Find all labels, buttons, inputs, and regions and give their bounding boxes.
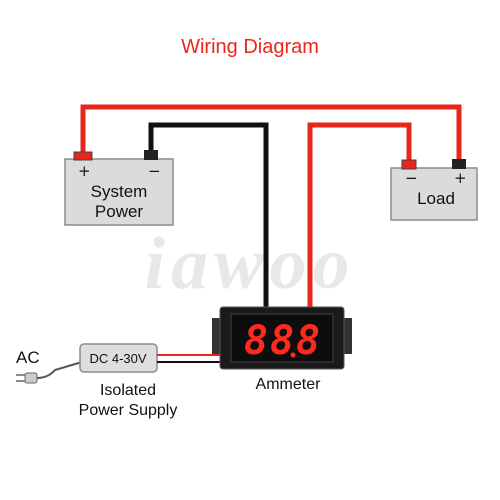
- load-battery: − + Load: [390, 159, 478, 221]
- decimal-point: [290, 352, 296, 358]
- ammeter-display: 888: [244, 318, 322, 364]
- minus-sign: −: [148, 162, 161, 180]
- positive-wire-top: [80, 104, 462, 160]
- negative-wire: [148, 122, 269, 310]
- ac-plug: [16, 361, 83, 384]
- load-minus-sign: −: [405, 169, 418, 187]
- system-power-battery: + − System Power: [64, 150, 174, 226]
- load-negative-wire: [307, 122, 412, 310]
- system-power-label-line2: Power: [95, 202, 144, 221]
- isolated-supply-label-line2: Power Supply: [78, 402, 178, 419]
- ac-label: AC: [16, 348, 40, 367]
- system-power-label-line1: System: [91, 182, 148, 201]
- supply-voltage-label: DC 4-30V: [89, 351, 146, 366]
- isolated-supply-label: Isolated Power Supply: [60, 381, 196, 421]
- power-supply-box: DC 4-30V: [79, 343, 158, 373]
- ammeter-label: Ammeter: [256, 376, 322, 393]
- watermark: iawoo: [145, 223, 356, 305]
- load-positive-terminal: [452, 159, 466, 169]
- load-label: Load: [417, 189, 455, 208]
- isolated-supply-label-line1: Isolated: [99, 382, 157, 399]
- negative-terminal: [144, 150, 158, 160]
- ammeter: 888 Ammeter: [212, 306, 352, 393]
- load-plus-sign: +: [454, 169, 467, 187]
- load-negative-terminal: [401, 159, 417, 170]
- plus-sign: +: [78, 162, 91, 180]
- positive-terminal: [73, 151, 93, 161]
- diagram-title: Wiring Diagram: [181, 36, 319, 58]
